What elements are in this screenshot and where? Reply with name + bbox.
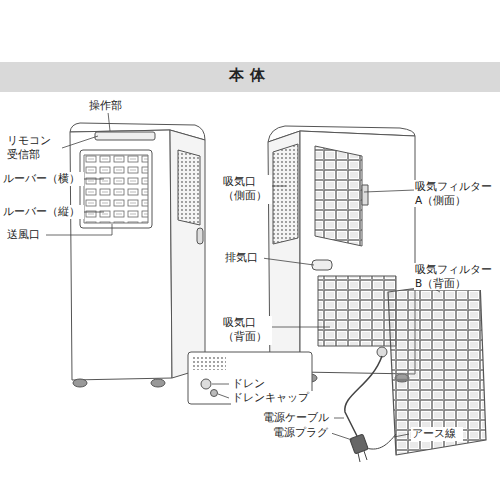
- exhaust: [312, 260, 332, 270]
- unit-side: [268, 131, 300, 378]
- cable-exit: [377, 347, 387, 357]
- earth-wire: [366, 434, 396, 449]
- unit-side: [170, 130, 205, 378]
- filter-tab: [362, 185, 368, 205]
- part-label: 吸気口 （背面）: [222, 316, 272, 345]
- drain-grille: [192, 356, 226, 370]
- louver-frame: [80, 150, 152, 228]
- part-label: 送風口: [6, 228, 46, 242]
- caster: [151, 379, 165, 387]
- part-label: リモコン 受信部: [6, 134, 62, 163]
- title: 本体: [0, 66, 500, 85]
- leader-lines: [46, 112, 440, 440]
- part-label: 吸気フィルター B（背面）: [414, 263, 498, 290]
- handle: [197, 228, 203, 244]
- part-label: 電源ケーブル: [262, 411, 334, 425]
- part-label: ドレン: [231, 377, 273, 391]
- part-label: 吸気口 （側面）: [222, 175, 272, 204]
- part-label: アース線: [411, 427, 463, 441]
- louver: [84, 155, 148, 223]
- part-label: 吸気フィルター A（側面）: [414, 180, 498, 207]
- part-label: ルーバー（縦）: [2, 205, 84, 219]
- plug-prongs: [358, 451, 367, 462]
- drain-cap: [211, 390, 218, 397]
- title-band: [0, 62, 500, 92]
- control-panel: [95, 132, 155, 140]
- power-cable: [345, 356, 382, 438]
- power-plug: [350, 434, 369, 454]
- back-intake: [318, 276, 396, 346]
- filter-b: [388, 280, 486, 455]
- caster: [73, 379, 87, 387]
- part-label: 電源プラグ: [272, 426, 332, 440]
- part-label: ルーバー（横）: [2, 172, 84, 186]
- side-grille: [178, 150, 200, 225]
- part-label: 操作部: [88, 99, 134, 113]
- drain-port: [201, 379, 211, 389]
- part-label: 排気口: [224, 251, 264, 265]
- side-intake: [273, 144, 298, 244]
- filter-a: [315, 146, 362, 246]
- unit-front: [70, 130, 172, 380]
- part-label: ドレンキャップ: [231, 391, 313, 405]
